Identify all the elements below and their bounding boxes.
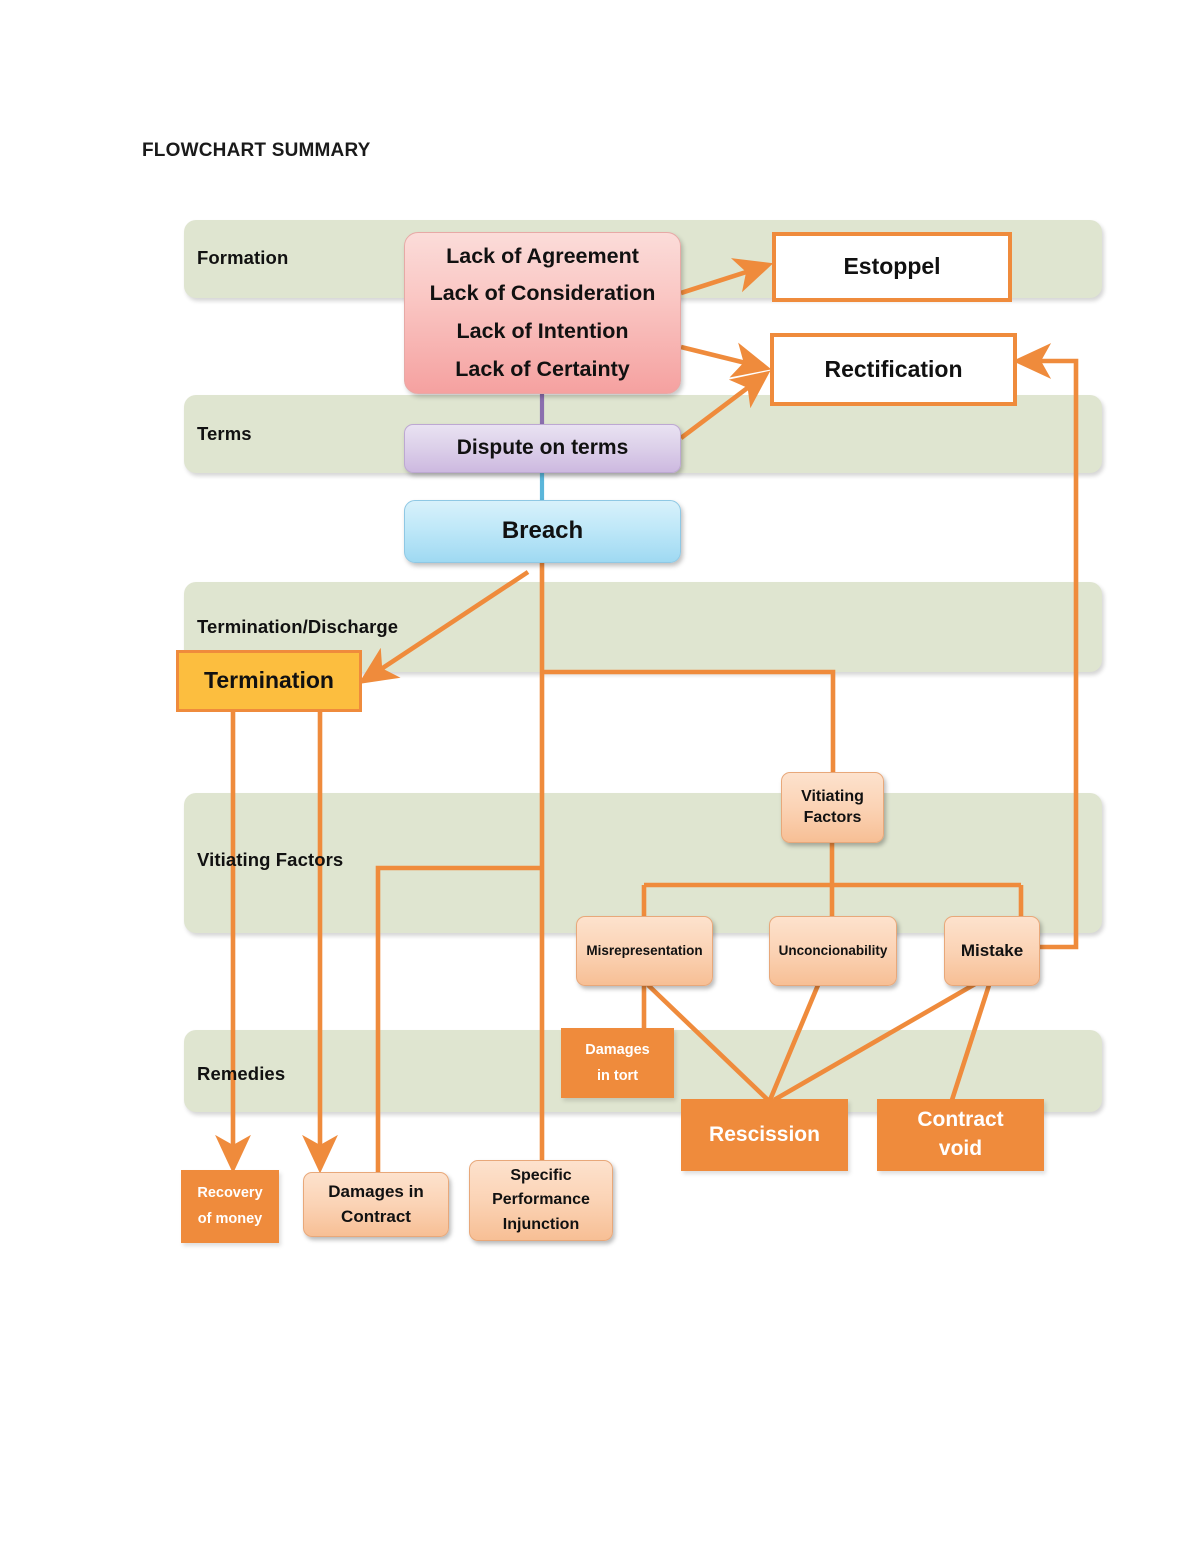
link-formation-rectification bbox=[680, 342, 772, 378]
rectification-label: Rectification bbox=[824, 355, 963, 382]
unconcionability-label: Unconcionability bbox=[778, 943, 888, 959]
contract-void-line-1: Contract bbox=[917, 1108, 1004, 1132]
node-misrepresentation[interactable]: Misrepresentation bbox=[576, 916, 713, 986]
band-label-terms: Terms bbox=[197, 423, 252, 444]
recovery-of-money-line-2: of money bbox=[197, 1211, 263, 1227]
node-unconcionability[interactable]: Unconcionability bbox=[769, 916, 897, 986]
vitiating-factors-line-1: Vitiating bbox=[801, 788, 864, 806]
rescission-label: Rescission bbox=[709, 1122, 820, 1146]
termination-label: Termination bbox=[204, 667, 334, 694]
estoppel-label: Estoppel bbox=[843, 253, 941, 280]
node-breach[interactable]: Breach bbox=[404, 500, 681, 563]
node-formation-issues[interactable]: Lack of Agreement Lack of Consideration … bbox=[404, 232, 681, 394]
band-label-formation: Formation bbox=[197, 247, 289, 268]
dispute-on-terms-label: Dispute on terms bbox=[456, 436, 629, 460]
node-vitiating-factors[interactable]: Vitiating Factors bbox=[781, 772, 884, 843]
damages-in-tort-line-2: in tort bbox=[596, 1067, 639, 1084]
damages-in-contract-line-2: Contract bbox=[341, 1207, 411, 1226]
node-damages-in-contract[interactable]: Damages in Contract bbox=[303, 1172, 449, 1237]
contract-void-line-2: void bbox=[938, 1137, 983, 1160]
specific-performance-line-3: Injunction bbox=[502, 1215, 580, 1233]
node-dispute-on-terms[interactable]: Dispute on terms bbox=[404, 424, 681, 473]
formation-issue-line-1: Lack of Agreement bbox=[446, 243, 639, 268]
damages-in-contract-line-1: Damages in bbox=[328, 1182, 424, 1202]
formation-issue-line-2: Lack of Consideration bbox=[429, 281, 656, 306]
node-mistake[interactable]: Mistake bbox=[944, 916, 1040, 986]
misrepresentation-label: Misrepresentation bbox=[586, 943, 703, 959]
node-termination[interactable]: Termination bbox=[176, 650, 362, 712]
breach-label: Breach bbox=[501, 517, 584, 545]
formation-issue-line-4: Lack of Certainty bbox=[455, 356, 630, 381]
link-breach-vitiating bbox=[542, 669, 836, 772]
formation-issue-line-3: Lack of Intention bbox=[456, 319, 629, 343]
page-title: FLOWCHART SUMMARY bbox=[142, 140, 371, 161]
mistake-label: Mistake bbox=[960, 941, 1024, 961]
specific-performance-line-1: Specific bbox=[510, 1166, 572, 1184]
band-label-termination-discharge: Termination/Discharge bbox=[197, 616, 399, 637]
node-damages-in-tort[interactable]: Damages in tort bbox=[561, 1028, 674, 1098]
specific-performance-line-2: Performance bbox=[492, 1191, 590, 1209]
node-rescission[interactable]: Rescission bbox=[681, 1099, 848, 1171]
band-label-vitiating-factors: Vitiating Factors bbox=[197, 849, 344, 870]
node-specific-performance[interactable]: Specific Performance Injunction bbox=[469, 1160, 613, 1241]
node-estoppel[interactable]: Estoppel bbox=[772, 232, 1012, 302]
band-label-remedies: Remedies bbox=[197, 1063, 286, 1084]
node-contract-void[interactable]: Contract void bbox=[877, 1099, 1044, 1171]
damages-in-tort-line-1: Damages bbox=[585, 1041, 650, 1058]
node-recovery-of-money[interactable]: Recovery of money bbox=[181, 1170, 279, 1243]
vitiating-factors-line-2: Factors bbox=[803, 808, 862, 826]
recovery-of-money-line-1: Recovery bbox=[197, 1185, 263, 1202]
node-rectification[interactable]: Rectification bbox=[770, 333, 1017, 406]
